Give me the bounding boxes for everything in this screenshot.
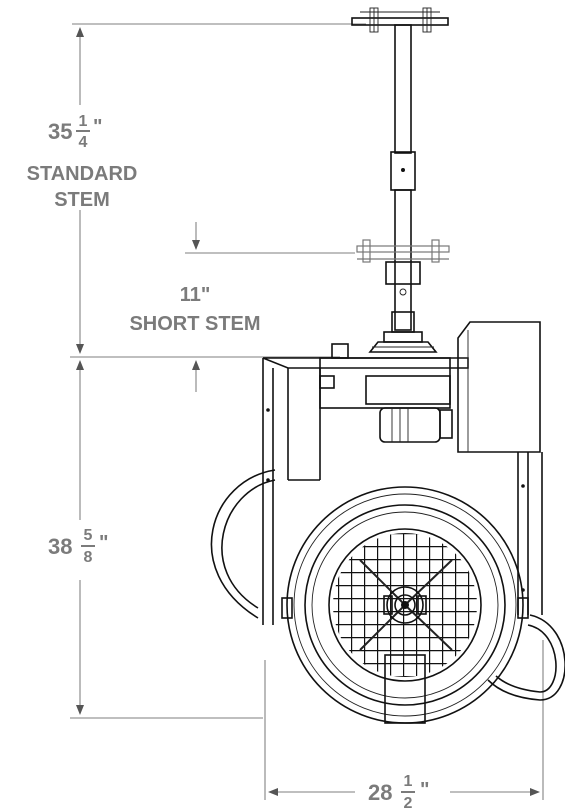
motor (379, 407, 441, 443)
short-stem-dimension: 11" SHORT STEM (129, 284, 260, 335)
fan-wheel (281, 486, 529, 724)
width-whole: 28 (368, 780, 392, 805)
stem-base (368, 341, 438, 353)
width-unit: " (420, 779, 429, 801)
standard-stem-whole: 35 (48, 119, 72, 144)
short-stem-value: 11" (180, 284, 211, 306)
width-dimension: 28 1 2 " (362, 772, 442, 811)
motor-mount-box (319, 357, 451, 409)
upper-pole (394, 24, 412, 154)
dimension-lines (70, 23, 544, 800)
short-stem-label: SHORT STEM (129, 313, 260, 335)
body-height-numerator: 5 (84, 527, 93, 544)
stem-bracket (385, 261, 421, 285)
body-height-unit: " (99, 532, 108, 554)
top-frame (262, 357, 469, 369)
width-denominator: 2 (404, 795, 413, 811)
body-height-whole: 38 (48, 534, 72, 559)
top-mount-plate (351, 17, 449, 26)
left-hose (210, 469, 276, 619)
control-box (457, 321, 541, 453)
standard-stem-label-2: STEM (54, 189, 110, 211)
standard-stem-numerator: 1 (79, 113, 88, 130)
right-cable (487, 614, 565, 701)
standard-stem-dimension: 35 1 4 " STANDARD STEM (27, 113, 138, 211)
lower-pole (394, 189, 412, 331)
width-numerator: 1 (404, 773, 413, 790)
standard-stem-unit: " (93, 116, 102, 138)
short-stem-plate (356, 239, 450, 263)
standard-stem-label-1: STANDARD (27, 163, 138, 185)
standard-stem-denominator: 4 (79, 134, 88, 151)
mounting-stem (351, 7, 450, 353)
body-height-dimension: 38 5 8 " (48, 527, 108, 566)
body-height-denominator: 8 (84, 549, 93, 566)
fan-stand (384, 654, 426, 724)
fan-housing (262, 321, 543, 625)
